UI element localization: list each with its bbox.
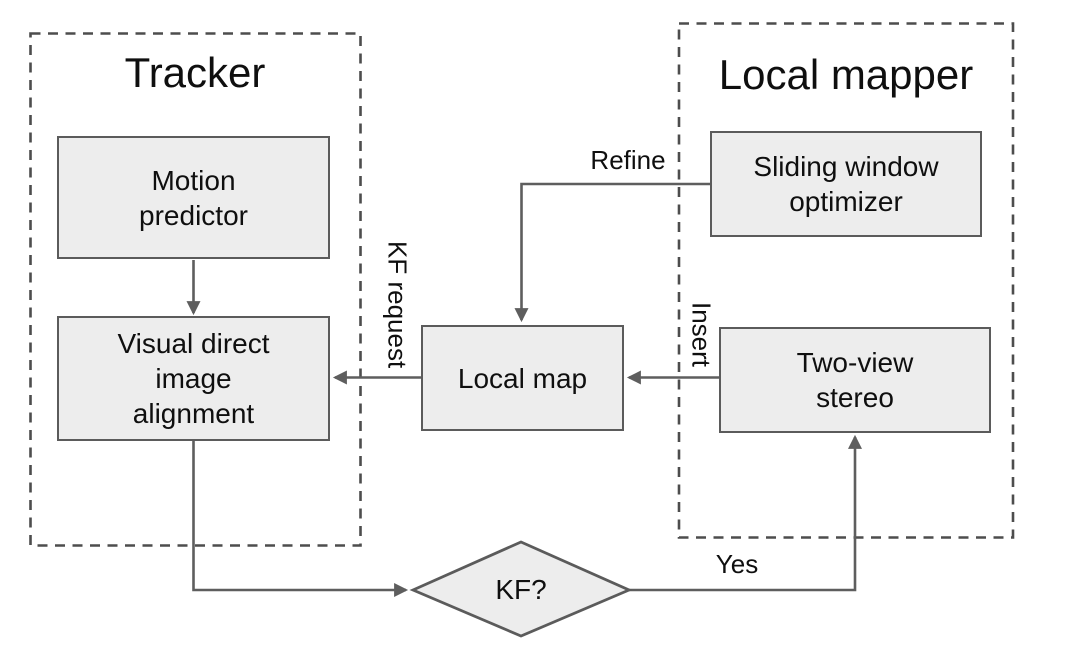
tracker-group-border	[29, 32, 362, 547]
tracker-group-title: Tracker	[124, 49, 266, 96]
edge-optimizer-to-localmap-refine	[514, 182, 710, 323]
node-two-view-stereo: Two-view stereo	[719, 327, 991, 433]
node-label: Local map	[457, 362, 588, 394]
node-sliding-window-optimizer: Sliding window optimizer	[710, 131, 982, 237]
node-label: Sliding window optimizer	[753, 151, 939, 217]
edge-label-insert: Insert	[686, 302, 717, 368]
node-label: Visual direct image alignment	[117, 328, 270, 429]
node-local-map: Local map	[421, 325, 624, 431]
edge-kf-decision-to-stereo-yes	[629, 434, 862, 592]
node-label: Two-view stereo	[796, 347, 914, 413]
edge-label-kf-request: KF request	[382, 240, 413, 369]
kf-decision-label: KF?	[495, 574, 547, 605]
edge-label-yes: Yes	[715, 549, 759, 579]
node-label: Motion predictor	[139, 164, 248, 231]
node-motion-predictor: Motion predictor	[57, 136, 330, 259]
local-mapper-group-border	[677, 22, 1015, 539]
local-mapper-group-title: Local mapper	[718, 51, 974, 98]
edge-label-refine: Refine	[590, 145, 666, 175]
kf-decision-diamond	[409, 540, 633, 638]
edge-alignment-to-kf-decision	[192, 441, 409, 597]
node-visual-direct-image-alignment: Visual direct image alignment	[57, 316, 330, 441]
